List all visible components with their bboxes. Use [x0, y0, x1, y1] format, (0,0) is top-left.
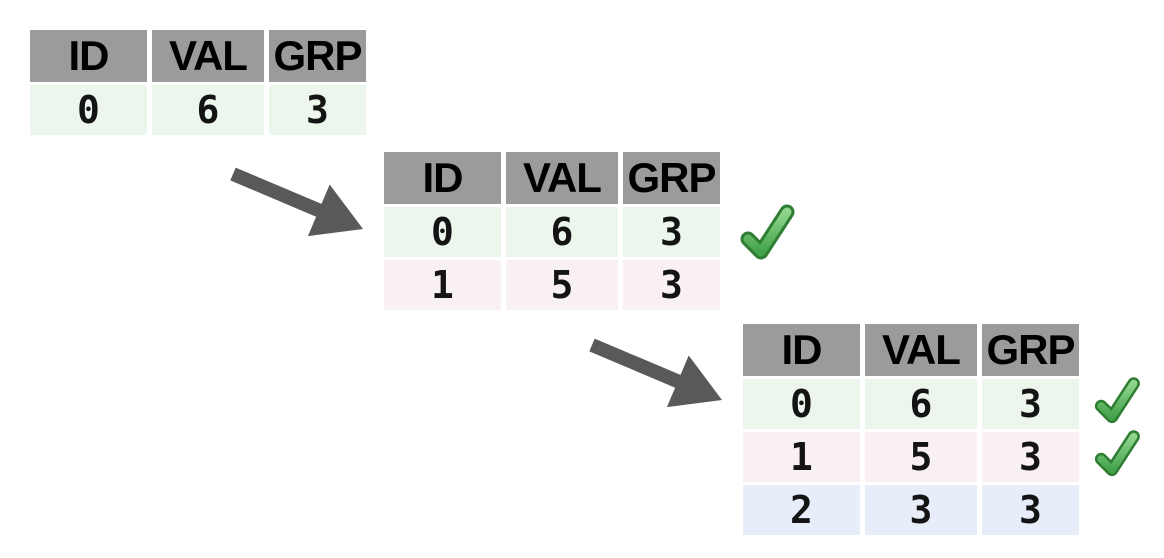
column-header-val: VAL [506, 152, 618, 204]
table-step-2: ID VAL GRP 0 6 3 1 5 3 [384, 152, 720, 310]
column-header-id: ID [743, 324, 860, 376]
column-header-val: VAL [865, 324, 977, 376]
table-step-3: ID VAL GRP 0 6 3 1 5 3 2 3 3 [743, 324, 1079, 535]
column-header-grp: GRP [623, 152, 720, 204]
cell-grp: 3 [982, 485, 1079, 535]
column-header-grp: GRP [982, 324, 1079, 376]
cell-id: 1 [384, 260, 501, 310]
diagonal-arrow-icon [230, 167, 363, 237]
diagonal-arrow-icon [589, 338, 722, 408]
cell-id: 1 [743, 432, 860, 482]
cell-grp: 3 [269, 85, 366, 135]
cell-id: 0 [743, 379, 860, 429]
column-header-val: VAL [152, 30, 264, 82]
green-checkmark-icon [1094, 377, 1140, 424]
cell-val: 6 [865, 379, 977, 429]
cell-grp: 3 [623, 207, 720, 257]
table-step-1: ID VAL GRP 0 6 3 [30, 30, 366, 135]
column-header-id: ID [384, 152, 501, 204]
cell-val: 5 [506, 260, 618, 310]
green-checkmark-icon [740, 204, 795, 260]
column-header-id: ID [30, 30, 147, 82]
cell-grp: 3 [623, 260, 720, 310]
cell-val: 5 [865, 432, 977, 482]
cell-val: 6 [506, 207, 618, 257]
cell-val: 6 [152, 85, 264, 135]
cell-val: 3 [865, 485, 977, 535]
cell-grp: 3 [982, 432, 1079, 482]
column-header-grp: GRP [269, 30, 366, 82]
green-checkmark-icon [1094, 430, 1140, 477]
cell-id: 0 [30, 85, 147, 135]
cell-id: 2 [743, 485, 860, 535]
cell-id: 0 [384, 207, 501, 257]
cell-grp: 3 [982, 379, 1079, 429]
